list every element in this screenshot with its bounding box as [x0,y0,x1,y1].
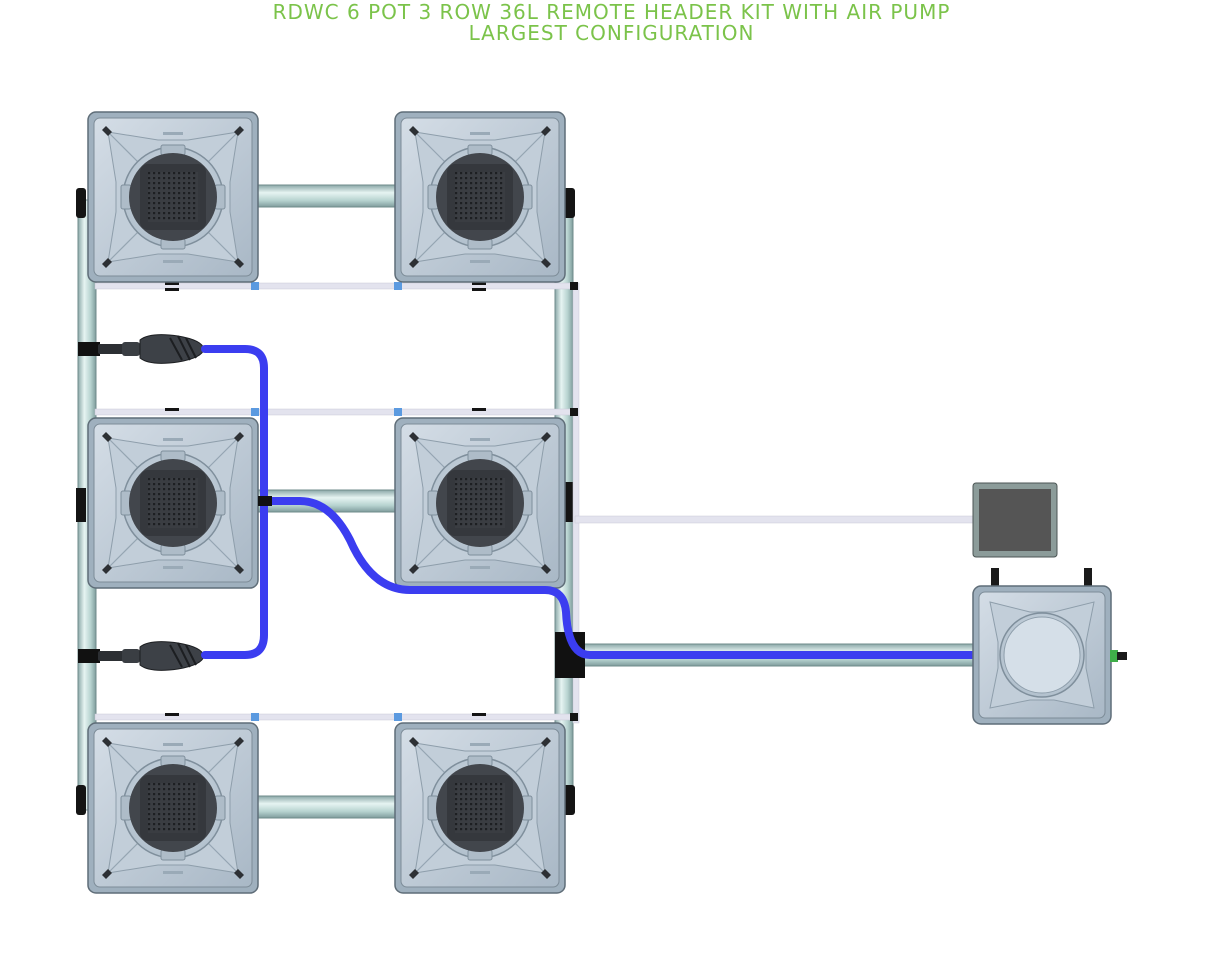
pipe-row1 [254,184,401,208]
pot-row2-left [87,417,259,589]
pot-row3-left [87,722,259,894]
air-pump [972,482,1058,558]
pot-row2-right [394,417,566,589]
diagram-title: RDWC 6 POT 3 ROW 36L REMOTE HEADER KIT W… [0,2,1223,44]
pot-row1-left [87,111,259,283]
pipe-row3 [254,795,401,819]
control-bucket [972,568,1127,725]
air-hoses [201,345,979,659]
title-line-2: LARGEST CONFIGURATION [468,21,755,45]
pot-row1-right [394,111,566,283]
air-stone-lower [77,640,205,672]
pot-row3-right [394,722,566,894]
title-line-1: RDWC 6 POT 3 ROW 36L REMOTE HEADER KIT W… [272,0,951,24]
air-stone-upper [77,333,205,365]
